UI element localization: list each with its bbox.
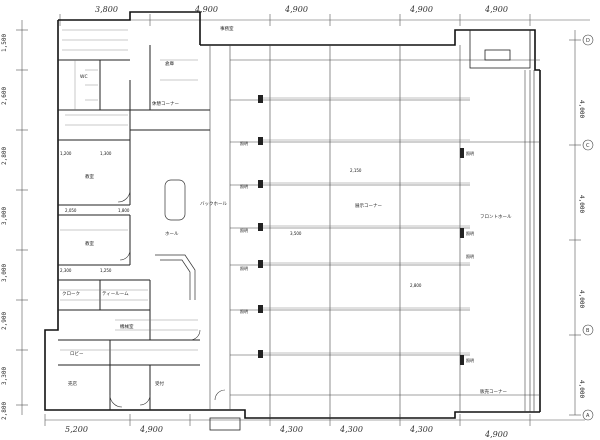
left-dim-5: 2,900 [1, 312, 8, 330]
right-dimension-labels: 4,000 4,000 4,000 4,000 [578, 100, 585, 398]
room-label-wc: WC [80, 74, 88, 80]
room-label-machine-room: 機械室 [120, 323, 134, 330]
small-dim-6: 2,150 [350, 168, 362, 173]
small-dim-3: 1,800 [118, 208, 130, 213]
column-label-right-2: 照明 [466, 254, 474, 259]
left-dim-4: 3,000 [1, 264, 8, 282]
grid-mark-d: D [586, 38, 590, 44]
top-dim-3: 4,900 [409, 5, 433, 14]
column-label-left-0: 照明 [240, 141, 248, 146]
left-dim-1: 2,600 [1, 87, 8, 105]
room-label-kiosk: 売店 [68, 380, 77, 387]
small-dim-5: 1,250 [100, 268, 112, 273]
room-label-back-hall: バックホール [200, 201, 227, 207]
room-label-lobby: ロビー [70, 350, 84, 357]
right-dim-0: 4,000 [578, 100, 585, 118]
small-dim-8: 2,800 [410, 283, 422, 288]
left-wing-walls [58, 45, 210, 410]
grid-mark-a: A [586, 413, 590, 419]
room-label-tea-room: ティールーム [102, 291, 129, 297]
right-dim-3: 4,000 [578, 380, 585, 398]
small-dim-7: 3,500 [290, 231, 302, 236]
door-swings [109, 189, 226, 408]
left-dim-0: 1,500 [1, 34, 8, 52]
right-dim-2: 4,000 [578, 290, 585, 308]
bottom-dim-4: 4,300 [409, 425, 433, 434]
bottom-dim-3: 4,300 [339, 425, 363, 434]
bottom-dim-2: 4,300 [279, 425, 303, 434]
hall-beam-lines [262, 97, 470, 354]
hall-columns-left [258, 95, 263, 358]
room-label-closet: クローク [62, 291, 80, 297]
bottom-dim-5: 4,900 [484, 430, 508, 439]
column-label-right-1: 照明 [466, 231, 474, 236]
room-label-front-hall: フロントホール [480, 214, 512, 220]
grid-axis-marks: D C B A [582, 34, 594, 421]
room-label-event-corner: 展示コーナー [355, 203, 382, 209]
column-label-left-3: 照明 [240, 266, 248, 271]
right-curtain-wall [529, 70, 535, 412]
room-label-hall: ホール [165, 231, 179, 237]
room-label-lounge-corner: 休憩コーナー [152, 100, 179, 107]
top-dim-2: 4,900 [284, 5, 308, 14]
small-dim-1: 1,300 [100, 151, 112, 156]
hall-pillar-rounded [164, 179, 186, 221]
grid-mark-b: B [586, 328, 590, 334]
room-label-office: 事務室 [220, 25, 234, 32]
room-label-storage: 倉庫 [165, 60, 174, 67]
left-dimension-labels: 1,500 2,600 2,800 3,000 3,000 2,900 3,30… [1, 34, 8, 420]
room-label-kyoushitsu-a: 教室 [85, 173, 94, 180]
top-right-room [469, 29, 531, 69]
grid-mark-circle-d [582, 34, 594, 46]
right-dimension-line [569, 30, 581, 416]
interior-fine-lines [60, 29, 198, 351]
top-dim-4: 4,900 [484, 5, 508, 14]
grid-mark-circle-b [582, 324, 594, 336]
small-dim-0: 1,200 [60, 151, 72, 156]
top-dim-1: 4,900 [194, 5, 218, 14]
right-dim-1: 4,000 [578, 195, 585, 213]
hall-vertical-lines [209, 45, 526, 418]
column-label-left-2: 照明 [240, 228, 248, 233]
left-dim-3: 3,000 [1, 207, 8, 225]
column-label-right-0: 照明 [466, 151, 474, 156]
grid-mark-c: C [586, 143, 590, 149]
bottom-dim-1: 4,900 [139, 425, 163, 434]
left-dim-2: 2,800 [1, 147, 8, 165]
top-dim-0: 3,800 [95, 5, 118, 14]
left-dimension-line [16, 20, 28, 415]
column-label-left-1: 照明 [240, 184, 248, 189]
hall-columns-right [460, 148, 464, 365]
room-label-reception: 受付 [155, 380, 164, 387]
top-dimension-line [59, 14, 590, 26]
hall-horizontal-lines [230, 59, 540, 396]
grid-mark-circle-a [582, 409, 594, 421]
grid-mark-circle-c [582, 139, 594, 151]
bottom-entrance-box [209, 417, 241, 431]
left-dim-7: 2,800 [1, 402, 8, 420]
room-label-sales-corner: 販売コーナー [480, 388, 507, 395]
angled-stair [155, 254, 196, 300]
bottom-dim-0: 5,200 [65, 425, 88, 434]
column-label-left-4: 照明 [240, 309, 248, 314]
small-dim-4: 2,300 [60, 268, 72, 273]
outer-walls [44, 11, 541, 419]
room-label-kyoushitsu-b: 教室 [85, 240, 94, 247]
left-dim-6: 3,300 [1, 367, 8, 385]
column-label-right-3: 照明 [466, 358, 474, 363]
small-dim-2: 2,050 [65, 208, 77, 213]
